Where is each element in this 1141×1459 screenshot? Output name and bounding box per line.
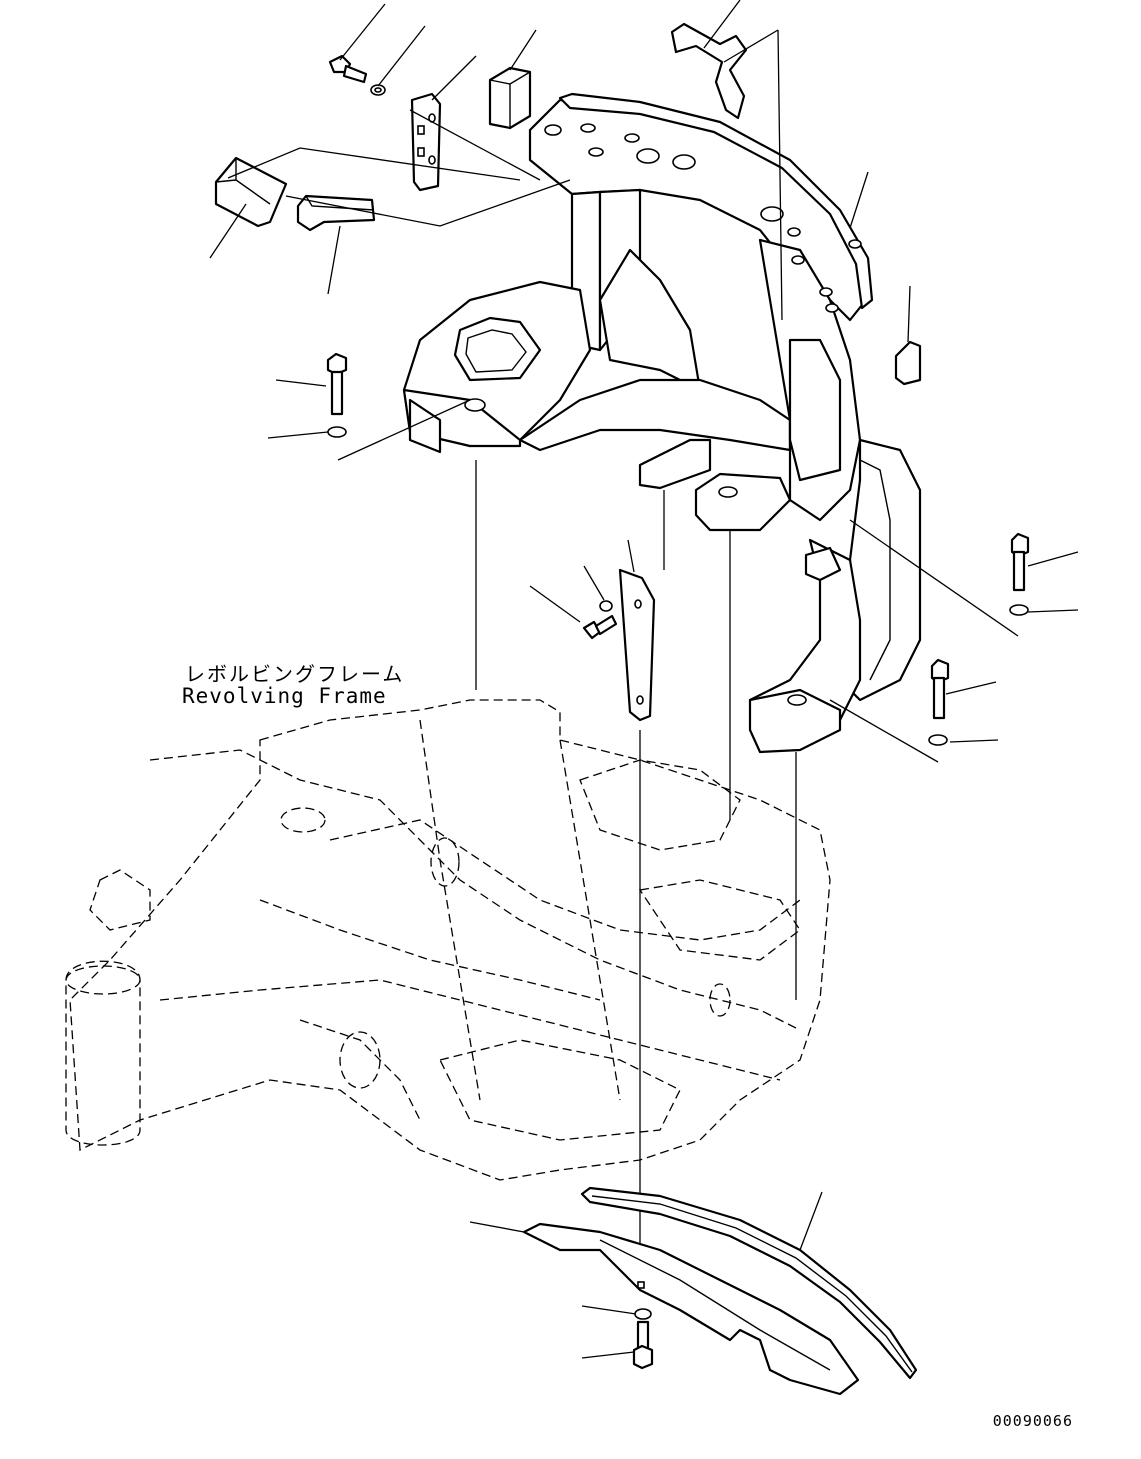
bolt-left-vertical [326, 352, 348, 438]
bottom-washer-and-bolt [632, 1308, 654, 1370]
drawing-number: 00090066 [992, 1412, 1073, 1430]
callout-label-jp: レボルビングフレーム [185, 662, 405, 686]
small-pad-right [894, 340, 922, 386]
leader-lines [209, 0, 1079, 1359]
rubber-block-top [488, 66, 532, 130]
wedge-block [214, 156, 288, 228]
rubber-strip [580, 1186, 918, 1380]
hex-bolt-top [328, 54, 368, 84]
callout-label-en: Revolving Frame [182, 684, 387, 708]
counterweight-frame [402, 92, 922, 754]
revolving-frame [65, 699, 831, 1181]
stopper-block [296, 194, 376, 232]
bottom-cover-plate [522, 1222, 860, 1396]
bolt-right-lower [928, 658, 950, 746]
wavy-plate [670, 22, 748, 120]
bolt-mid-angled [582, 600, 618, 640]
bolt-right-upper [1009, 532, 1030, 616]
bracket-plate-mid [618, 568, 656, 722]
bracket-plate-top [410, 92, 442, 192]
washer-top [370, 84, 386, 96]
